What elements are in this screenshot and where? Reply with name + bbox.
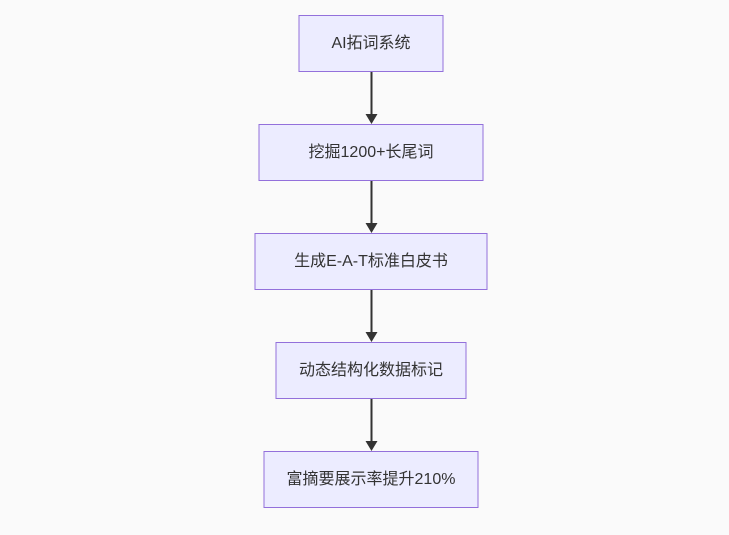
flow-node-label: AI拓词系统 (331, 34, 411, 52)
flow-node-label: 动态结构化数据标记 (298, 361, 443, 379)
flow-edge-2-3 (365, 181, 377, 233)
flow-node-label: 挖掘1200+长尾词 (308, 143, 434, 161)
arrowhead-down-icon (365, 223, 377, 233)
flow-edge-4-5 (365, 399, 377, 451)
arrowhead-down-icon (365, 332, 377, 342)
edge-line (370, 399, 372, 441)
flow-node-eat-whitepaper: 生成E-A-T标准白皮书 (254, 233, 488, 290)
flow-edge-3-4 (365, 290, 377, 342)
arrowhead-down-icon (365, 114, 377, 124)
flow-node-structured-data-markup: 动态结构化数据标记 (275, 342, 466, 399)
flow-node-label: 富摘要展示率提升210% (286, 470, 456, 488)
arrowhead-down-icon (365, 441, 377, 451)
flow-node-rich-snippet-result: 富摘要展示率提升210% (263, 451, 479, 508)
flow-node-ai-keyword-system: AI拓词系统 (298, 15, 444, 72)
flow-node-longtail-mining: 挖掘1200+长尾词 (258, 124, 484, 181)
flow-edge-1-2 (365, 72, 377, 124)
flow-node-label: 生成E-A-T标准白皮书 (294, 252, 448, 270)
edge-line (370, 290, 372, 332)
edge-line (370, 72, 372, 114)
edge-line (370, 181, 372, 223)
flowchart-diagram: AI拓词系统 挖掘1200+长尾词 生成E-A-T标准白皮书 动态结构化数据标记… (254, 15, 488, 508)
